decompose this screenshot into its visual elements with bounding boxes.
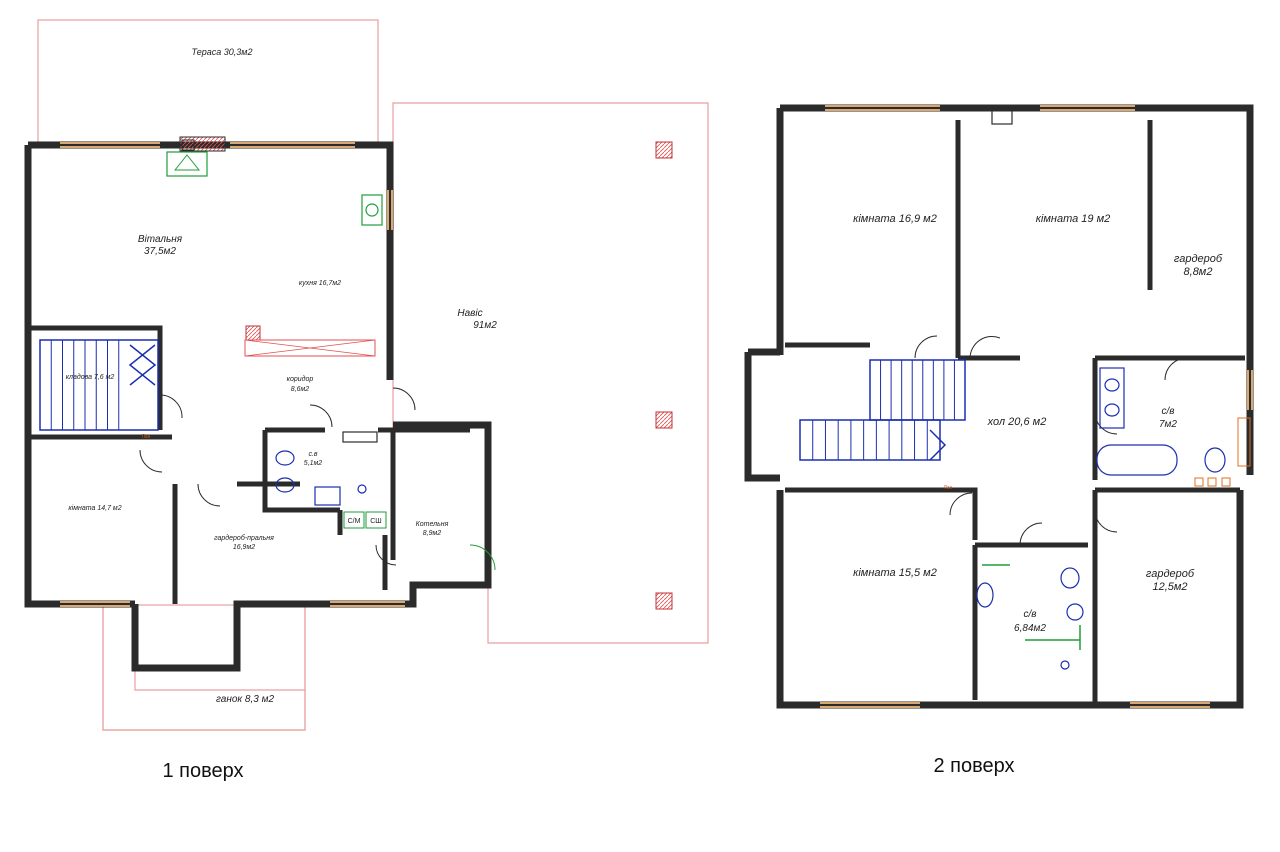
floor2-labels: кімната 16,9 м2 кімната 19 м2 гардероб 8… [853,213,1223,777]
floor2-bathroom-fixtures [976,367,1226,670]
floor1-plan [24,19,709,731]
canopy-outline [392,102,709,644]
f2-wardrobe1-name: гардероб [1174,253,1223,265]
washer-dryer [343,511,387,529]
boiler-room-name: Котельня [416,521,449,528]
floor2-title: 2 поверх [933,755,1014,777]
floor1-labels: Тераса 30,3м2 Вітальня 37,5м2 кухня 16,7… [66,47,498,782]
living-room-area: 37,5м2 [144,246,176,257]
floor2-electrical [1194,417,1251,487]
floor1-windows [60,142,405,607]
canopy-area: 91м2 [473,320,497,331]
radiator-mark-f2: Лан [944,485,953,491]
boiler-room-area: 8,9м2 [423,530,442,537]
kitchen-counter [244,339,376,357]
room-1-label: кімната 14,7 м2 [68,504,121,512]
column-markers [245,141,673,610]
floor1-stairs [39,339,159,431]
floor1-walls [24,141,492,672]
floor1-inner-walls [28,325,470,604]
floor1-bathroom-fixtures [275,431,378,506]
f2-room2-label: кімната 19 м2 [1036,213,1111,225]
floor2-windows [820,105,1253,708]
dryer-mark: СШ [370,518,381,525]
floor1-title: 1 поверх [162,760,243,782]
f2-hall-label: хол 20,6 м2 [987,416,1047,428]
kitchen-sink-icon [361,194,383,226]
washer-mark: С/М [348,518,361,525]
f2-bath1-area: 7м2 [1159,419,1177,430]
terrace-outline [37,19,379,143]
floor1-doors [139,387,496,571]
f2-wardrobe1-area: 8,8м2 [1184,266,1213,278]
chimney-icon [991,107,1013,125]
floor2-inner-walls [785,120,1245,705]
porch-label: ганок 8,3 м2 [216,694,274,705]
terrace-label: Тераса 30,3м2 [192,47,253,57]
f2-room1-label: кімната 16,9 м2 [853,213,937,225]
f2-wardrobe2-area: 12,5м2 [1152,581,1187,593]
living-room-name: Вітальня [138,234,183,245]
wardrobe-laundry-area: 16,9м2 [233,544,255,551]
floor2-stairs [799,359,966,461]
f2-bath2-area: 6,84м2 [1014,623,1046,634]
bath1-name: с.в [308,451,317,458]
floor2-plan [744,104,1254,709]
floor2-walls [744,104,1254,709]
canopy-name: Навіс [457,308,482,319]
floor2-doors [914,335,1188,546]
radiator-mark-f1: Лан [142,434,151,440]
corridor-name: коридор [287,375,314,383]
fireplace-icon [166,136,226,177]
f2-bath2-name: с/в [1024,609,1037,620]
f2-room3-label: кімната 15,5 м2 [853,567,937,579]
f2-wardrobe2-name: гардероб [1146,568,1195,580]
f2-bath1-name: с/в [1162,406,1175,417]
kitchen-label: кухня 16,7м2 [299,280,341,287]
corridor-area: 8,6м2 [291,386,310,393]
floor2-green-rails [982,564,1081,650]
wardrobe-laundry-name: гардероб-пральня [214,534,274,542]
pantry-label: кладова 7,6 м2 [66,373,115,381]
bath1-area: 5,1м2 [304,460,323,467]
